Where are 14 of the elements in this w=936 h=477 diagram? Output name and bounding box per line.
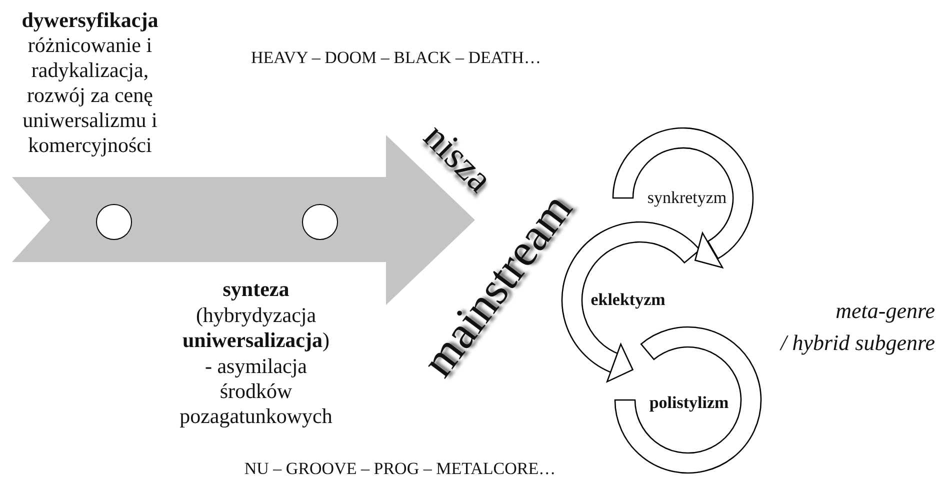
genre-list: HEAVY – DOOM – BLACK – DEATH… [226,45,566,70]
caption-text: meta-genre [834,298,935,323]
heading-text: dywersyfikacja [20,8,160,33]
node-label: polistylizm [649,393,729,413]
caption-text: / hybrid subgenre [778,330,935,355]
heading-text: synteza [222,277,290,302]
arrow [606,343,634,382]
genre-list: NU – GROOVE – PROG – METALCORE… [205,456,595,477]
description-text: - asymilacja środków pozagatunkowych [178,354,334,429]
description-text: (hybrydyzacja uniwersalizacja) [182,303,330,353]
arrow [694,232,724,268]
node-label: eklektyzm [590,290,666,310]
node-label: synkretyzm [647,188,727,208]
description-text: różnicowanie i radykalizacja, rozwój za cenę uniwersalizmu i komercyjności [22,33,158,158]
